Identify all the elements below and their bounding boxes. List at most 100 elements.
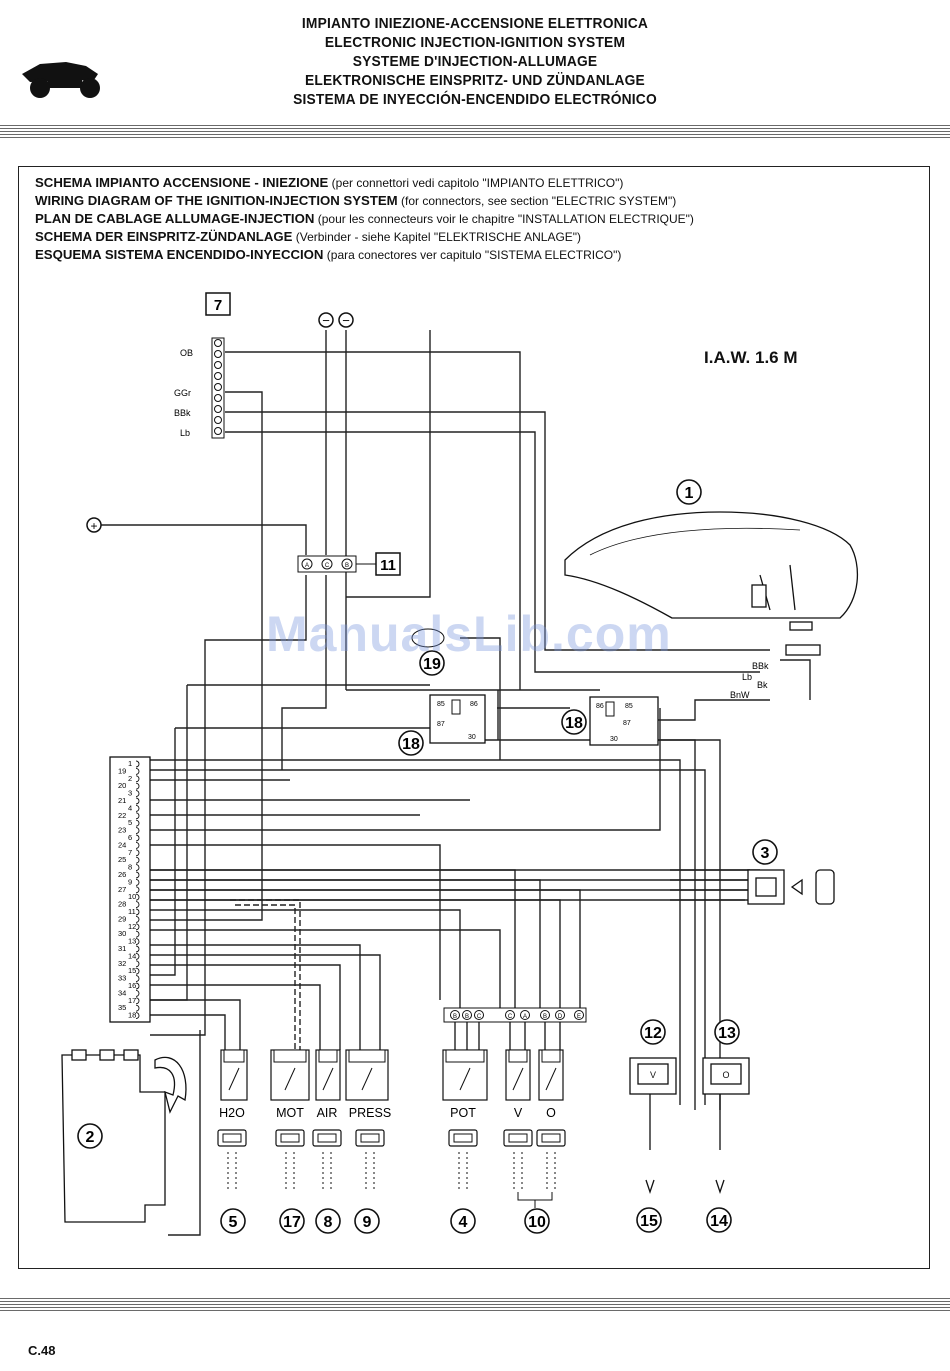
sensor-element (284, 1067, 296, 1091)
ecu-pin-label: 34 (118, 988, 126, 997)
callout-number: 13 (718, 1025, 736, 1042)
callout-number: 9 (363, 1214, 372, 1231)
relay-right: 86 85 87 30 (589, 696, 659, 746)
callout-circle (706, 1207, 732, 1233)
callout-circle (676, 479, 702, 505)
connector-11-label: 11 (380, 557, 396, 574)
wire-label-ggr: GGr (174, 388, 191, 398)
svg-text:V: V (650, 1070, 656, 1080)
svg-text:87: 87 (623, 720, 631, 727)
watermark: ManualsLib.com (266, 606, 672, 662)
diagram-title-en: WIRING DIAGRAM OF THE IGNITION-INJECTION… (35, 193, 677, 208)
svg-text:85: 85 (625, 703, 633, 710)
junction-pin-label: D (558, 1014, 563, 1020)
sensor-connector-face (280, 1133, 300, 1143)
ecu-pin-label: 28 (118, 900, 126, 909)
connector-7-pin (214, 350, 222, 358)
ecu-pin-label: 27 (118, 885, 126, 894)
ecu-pin (135, 871, 140, 879)
ecu-pin-label: 8 (128, 863, 132, 872)
sensor-connector-face (541, 1133, 561, 1143)
wire-label-bbk: BBk (174, 408, 191, 418)
ecu-pin-label: 26 (118, 870, 126, 879)
component-3-connector (747, 869, 835, 905)
sensor-label: V (514, 1106, 523, 1120)
fuel-tank (564, 511, 859, 656)
svg-text:Lb: Lb (742, 672, 752, 682)
ecu-pin (135, 952, 140, 960)
sensor-label: H2O (219, 1106, 245, 1120)
svg-text:A: A (305, 563, 309, 569)
callout-number: 4 (459, 1214, 468, 1231)
ecu-pin (135, 989, 140, 997)
ecu-module (61, 1049, 187, 1223)
sensor-element (322, 1067, 334, 1091)
ecu-pin-label: 16 (128, 981, 136, 990)
ecu-pin-label: 18 (128, 1011, 136, 1020)
sensor-connector-face (360, 1133, 380, 1143)
system-label: I.A.W. 1.6 M (704, 348, 798, 367)
ecu-pin-label: 14 (128, 951, 136, 960)
svg-text:30: 30 (610, 736, 618, 743)
svg-text:87: 87 (437, 721, 445, 728)
ecu-pin (135, 856, 140, 864)
ecu-pin (135, 886, 140, 894)
ecu-pin (135, 841, 140, 849)
sensor-plug (508, 1049, 528, 1063)
svg-text:85: 85 (437, 701, 445, 708)
wire-label-ob: OB (180, 348, 193, 358)
ecu-pin (135, 945, 140, 953)
junction-pin (574, 1010, 584, 1020)
ecu-pin-label: 20 (118, 781, 126, 790)
ecu-pin-label: 21 (118, 796, 126, 805)
ecu-pin-label: 6 (128, 833, 132, 842)
callout-number: 3 (761, 845, 770, 862)
ecu-pin (135, 960, 140, 968)
ecu-pin-label: 33 (118, 974, 126, 983)
sensor-connector-face (453, 1133, 473, 1143)
svg-text:Bk: Bk (757, 680, 768, 690)
ecu-pin-label: 17 (128, 996, 136, 1005)
ecu-pin-label: 22 (118, 811, 126, 820)
connector-7: 7 OB GGr BBk Lb (174, 292, 231, 439)
callout-circle (77, 1123, 103, 1149)
callout-circle (714, 1019, 740, 1045)
sensor-plug (541, 1049, 561, 1063)
callout-number: 19 (423, 656, 441, 673)
svg-text:86: 86 (470, 701, 478, 708)
callout-number: 2 (86, 1129, 95, 1146)
plus-symbol: + (90, 519, 97, 533)
ecu-pin (135, 878, 140, 886)
junction-pin-label: B (453, 1014, 457, 1020)
callout-number: 10 (528, 1214, 546, 1231)
junction-pin-label: C (477, 1014, 482, 1020)
ground-symbol-left: − (322, 313, 330, 328)
connector-7-pin (214, 427, 222, 435)
header-title-es: SISTEMA DE INYECCIÓN-ENCENDIDO ELECTRÓNI… (293, 91, 657, 108)
ecu-pin (135, 864, 140, 872)
ecu-pin (135, 967, 140, 975)
bottom-divider (0, 1298, 950, 1312)
sensor-element (512, 1067, 524, 1091)
sensor-element (459, 1067, 471, 1091)
callout-number: 18 (565, 715, 583, 732)
callout-circle (279, 1208, 305, 1234)
ecu-pin-label: 2 (128, 774, 132, 783)
ecu-pin-label: 30 (118, 929, 126, 938)
sensor-label: POT (450, 1106, 476, 1120)
ecu-pin (135, 827, 140, 835)
ecu-pin-label: 32 (118, 959, 126, 968)
ecu-pin (135, 982, 140, 990)
callout-circle (315, 1208, 341, 1234)
connector-11: A C B 11 (297, 552, 401, 576)
callout-circle (561, 709, 587, 735)
junction-pin-label: A (523, 1014, 527, 1020)
sensor-plug (273, 1049, 307, 1063)
sensor-label: PRESS (349, 1106, 391, 1120)
svg-text:86: 86 (596, 703, 604, 710)
ecu-pin-label: 3 (128, 789, 132, 798)
junction-pin (450, 1010, 460, 1020)
ecu-pin-label: 19 (118, 766, 126, 775)
diagram-frame (18, 166, 930, 1269)
